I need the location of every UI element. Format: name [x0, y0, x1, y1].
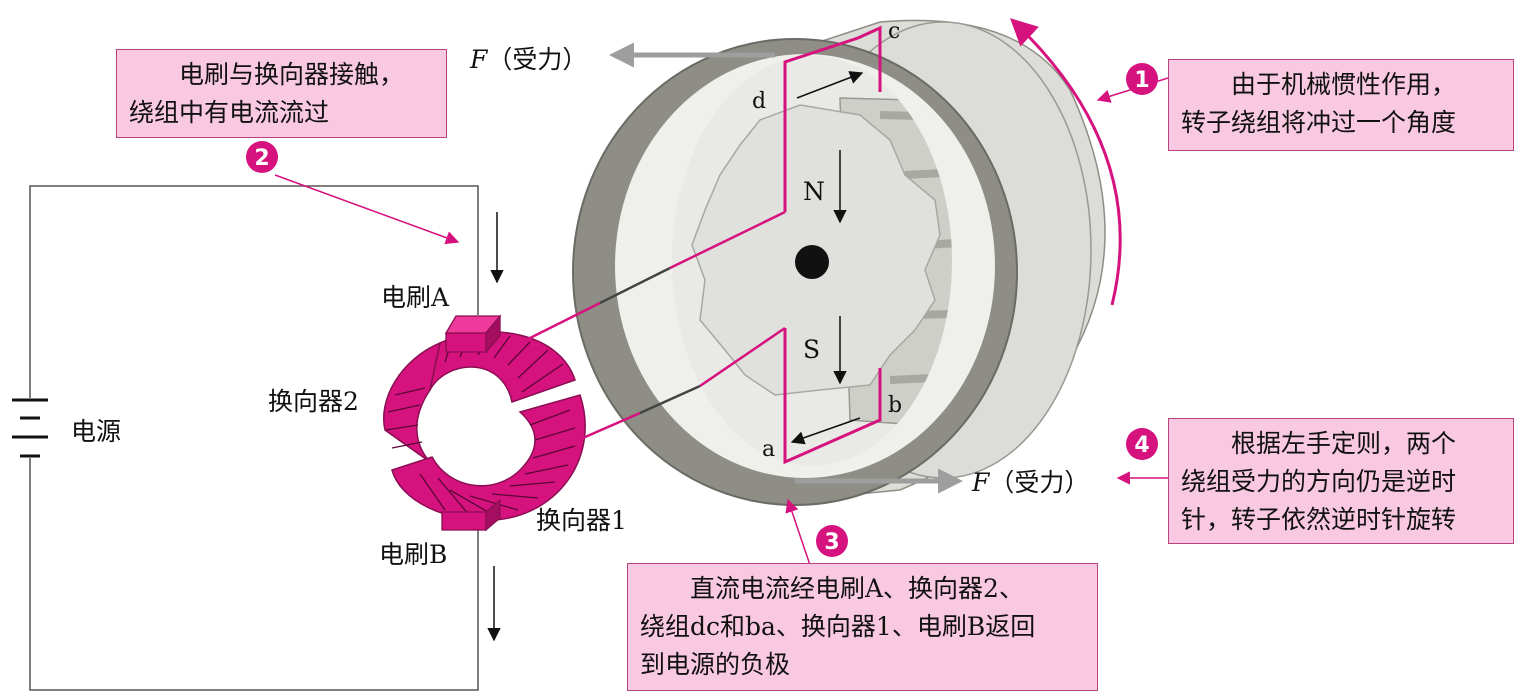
- note-1-line-1: 由于机械惯性作用，: [1231, 70, 1457, 99]
- label-commutator-2: 换向器2: [268, 387, 359, 416]
- label-pole-s: S: [803, 335, 820, 364]
- brush-b: [441, 498, 501, 532]
- note-4-line-1: 根据左手定则，两个: [1231, 429, 1457, 458]
- label-corner-c: c: [888, 19, 900, 44]
- force-bottom-text: （受力）: [989, 468, 1089, 497]
- force-top-symbol: F: [469, 45, 489, 74]
- note-3-line-3: 到电源的负极: [640, 650, 791, 679]
- note-1: 由于机械惯性作用， 转子绕组将冲过一个角度: [1168, 59, 1514, 151]
- note-4-line-2: 绕组受力的方向仍是逆时: [1181, 467, 1457, 496]
- note-3: 直流电流经电刷A、换向器2、 绕组dc和ba、换向器1、电刷B返回 到电源的负极: [627, 563, 1098, 691]
- svg-text:3: 3: [824, 530, 839, 555]
- label-pole-n: N: [803, 177, 825, 206]
- svg-text:4: 4: [1134, 433, 1149, 458]
- note-2-line-2: 绕组中有电流流过: [129, 98, 330, 127]
- label-force-bottom: F（受力）: [971, 468, 1089, 497]
- circuit-wires: [29, 185, 479, 691]
- badge-3: 3: [816, 525, 848, 557]
- label-brush-a: 电刷A: [381, 283, 450, 312]
- svg-text:1: 1: [1134, 68, 1149, 93]
- note-4: 根据左手定则，两个 绕组受力的方向仍是逆时 针，转子依然逆时针旋转: [1168, 418, 1514, 544]
- force-top-text: （受力）: [487, 45, 587, 74]
- brush-a: [444, 314, 502, 354]
- force-bottom-symbol: F: [971, 468, 991, 497]
- note-4-line-3: 针，转子依然逆时针旋转: [1181, 505, 1457, 534]
- label-corner-b: b: [888, 393, 902, 418]
- svg-text:2: 2: [254, 146, 269, 171]
- commutator-ring: [383, 331, 586, 521]
- current-arrow-dc: [796, 71, 864, 99]
- note-2-line-1: 电刷与换向器接触，: [179, 60, 405, 89]
- badge-1: 1: [1126, 63, 1158, 95]
- winding-leads: [519, 210, 786, 450]
- note-3-line-1: 直流电流经电刷A、换向器2、: [690, 574, 1024, 603]
- note-3-line-2: 绕组dc和ba、换向器1、电刷B返回: [640, 612, 1036, 641]
- rotation-arrow: [1010, 18, 1122, 306]
- badge-2: 2: [246, 141, 278, 173]
- label-commutator-1: 换向器1: [536, 506, 627, 535]
- rotor-shaft: [795, 245, 829, 279]
- label-corner-a: a: [762, 437, 775, 462]
- note-1-line-2: 转子绕组将冲过一个角度: [1181, 108, 1457, 137]
- current-arrow-ba: [790, 417, 861, 445]
- note-2: 电刷与换向器接触， 绕组中有电流流过: [116, 49, 447, 138]
- label-force-top: F（受力）: [469, 45, 587, 74]
- label-corner-d: d: [752, 89, 766, 114]
- badge-4: 4: [1126, 428, 1158, 460]
- rotor-winding: [783, 25, 882, 465]
- label-brush-b: 电刷B: [379, 540, 447, 569]
- battery-symbol: [12, 398, 48, 458]
- label-power-source: 电源: [71, 417, 121, 446]
